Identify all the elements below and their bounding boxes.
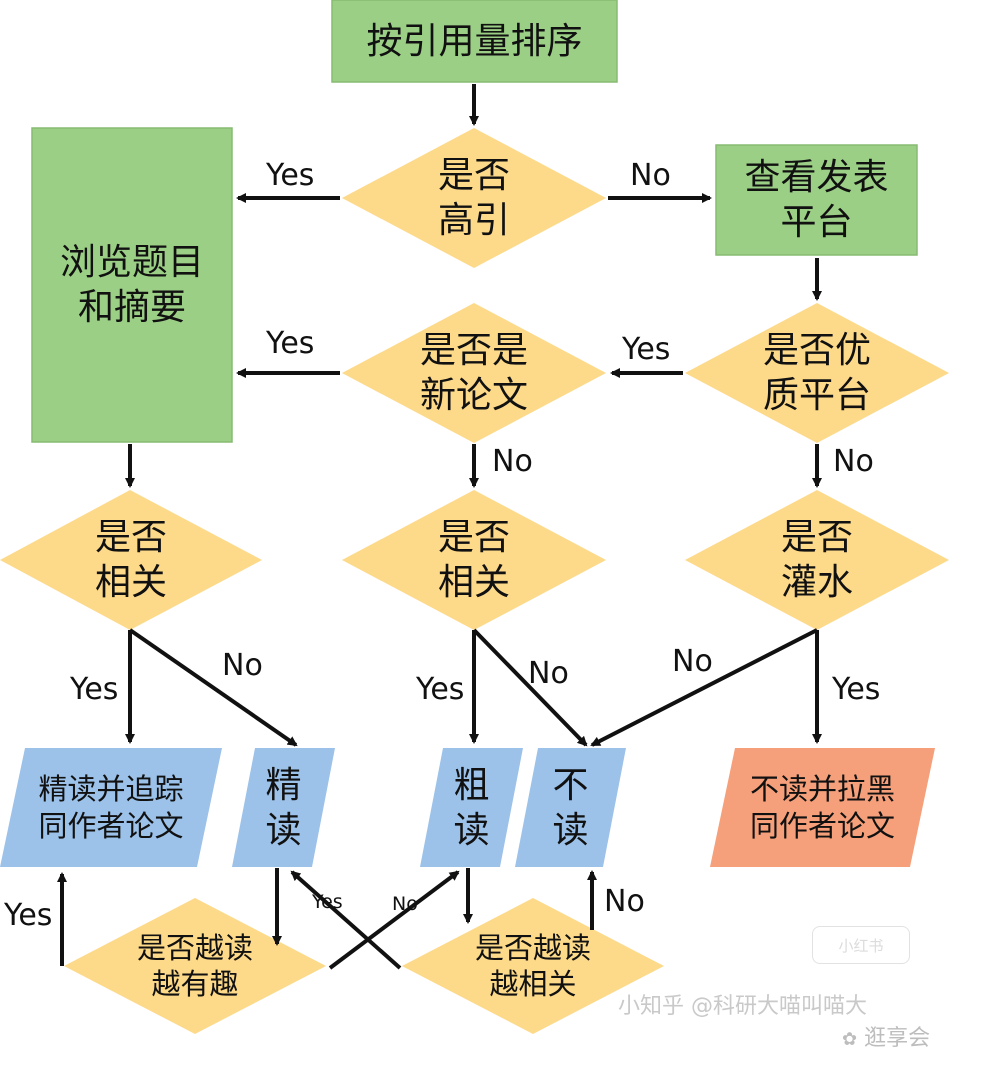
label-is-new-paper: 是否是 新论文 [419,330,528,416]
label-is-quality-venue: 是否优 质平台 [762,330,871,416]
edge-label-morerelevant-yes: Yes [312,891,343,913]
edge-label-filler-yes: Yes [832,672,881,707]
out-skim-read [420,748,523,867]
edge-label-newpaper-yes: Yes [266,326,315,361]
watermark-text: 小知乎 @科研大喵叫喵大 [618,994,867,1019]
watermark-account: ✿ 逛享会 [842,1020,930,1052]
label-more-relevant: 是否越读 越相关 [474,930,591,1001]
wechat-icon: ✿ [842,1029,858,1050]
arrow-interesting-no [328,870,460,970]
label-relevant-left: 是否 相关 [94,517,167,603]
edge-label-newpaper-no: No [492,444,533,479]
edge-label-morerelevant-no: No [604,884,645,919]
diamond-more-interesting [64,898,326,1034]
edge-label-highcited-no: No [630,158,671,193]
label-more-interesting: 是否越读 越有趣 [136,930,253,1001]
diamond-is-new-paper [342,303,606,443]
edge-label-relevant-left-no: No [222,648,263,683]
out-deep-read-track [0,748,222,867]
diamond-more-relevant [402,898,664,1034]
edge-label-relevant-mid-no: No [528,656,569,691]
diamond-is-quality-venue [685,303,949,443]
edge-label-relevant-left-yes: Yes [70,672,119,707]
box-sort-by-citations [331,0,618,83]
out-no-read [515,748,626,867]
label-relevant-mid: 是否 相关 [437,517,510,603]
diamond-relevant-left [0,490,262,630]
arrow-relevant-left-no [128,628,298,747]
edge-label-interesting-yes: Yes [4,898,53,933]
label-check-venue: 查看发表 平台 [744,157,889,243]
watermark-badge: 小红书 [812,926,910,964]
label-no-read-blacklist: 不读并拉黑 同作者论文 [749,772,895,843]
diamond-relevant-mid [342,490,606,630]
watermark-account-label: 逛享会 [864,1026,931,1051]
box-browse-title-abstract [31,127,233,443]
edge-label-filler-no: No [672,644,713,679]
out-no-read-blacklist [710,748,935,867]
label-browse-title-abstract: 浏览题目 和摘要 [59,242,204,328]
label-deep-read: 精 读 [265,764,302,851]
edge-label-relevant-mid-yes: Yes [416,672,465,707]
label-is-highly-cited: 是否 高引 [437,155,510,241]
arrow-relevant-mid-no [472,628,588,747]
edge-label-quality-yes: Yes [622,332,671,367]
out-deep-read [232,748,335,867]
edge-label-highcited-yes: Yes [266,158,315,193]
label-skim-read: 粗 读 [453,764,490,851]
arrow-filler-no [590,628,818,747]
box-check-venue [715,144,918,256]
label-no-read: 不 读 [552,764,589,851]
diamond-is-filler [685,490,949,630]
label-sort-by-citations: 按引用量排序 [366,20,583,62]
edge-label-quality-no: No [833,444,874,479]
diamond-is-highly-cited [342,128,606,268]
arrow-morerelevant-yes [290,870,402,970]
label-is-filler: 是否 灌水 [780,517,853,603]
edge-label-interesting-no: No [392,893,418,915]
label-deep-read-track: 精读并追踪 同作者论文 [38,772,184,843]
